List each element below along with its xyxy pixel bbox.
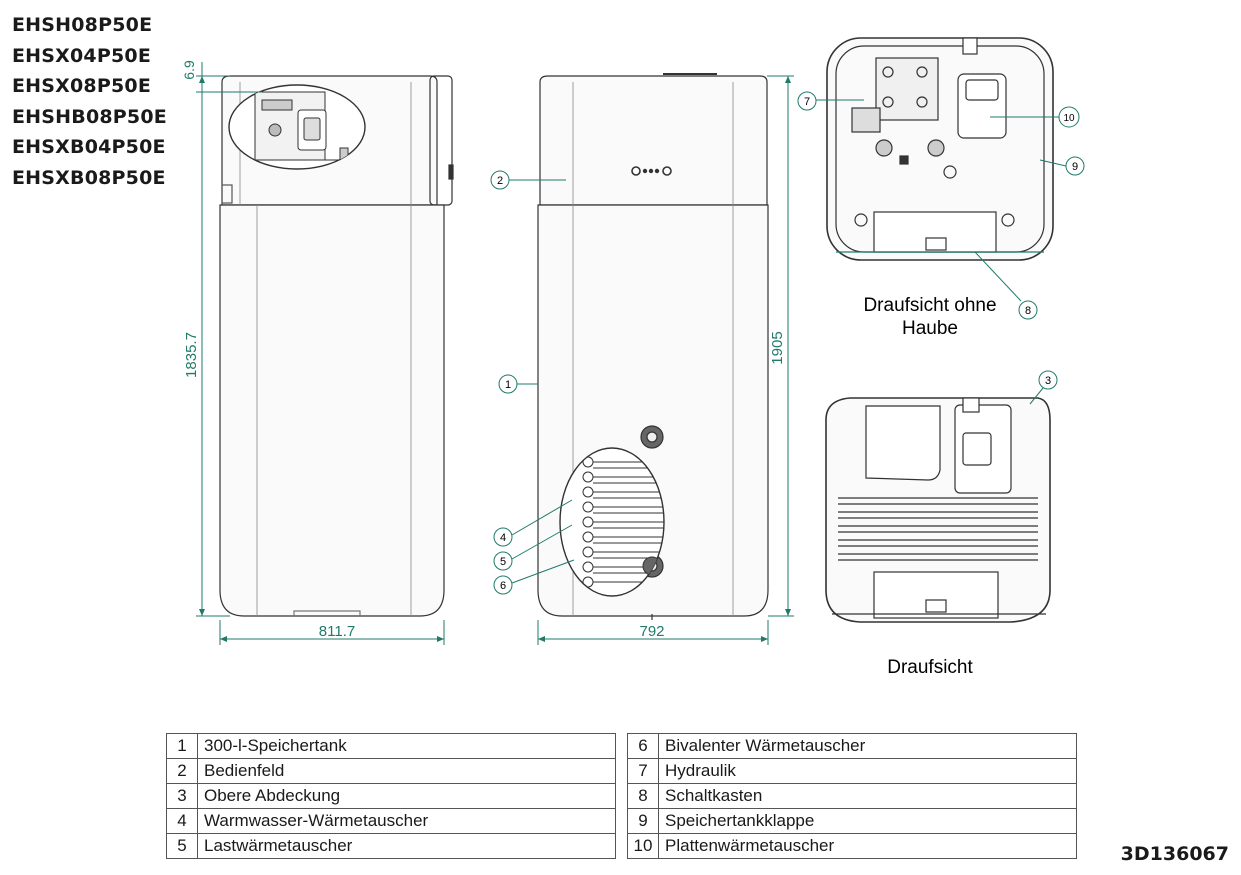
document-id: 3D136067 bbox=[1120, 843, 1229, 865]
model-name: EHSX04P50E bbox=[12, 44, 151, 67]
dim-height-front: 1905 bbox=[769, 331, 786, 364]
model-name: EHSX08P50E bbox=[12, 75, 151, 97]
side-detail-zoom bbox=[228, 84, 366, 170]
svg-text:10: 10 bbox=[1063, 113, 1075, 124]
legend-text: 300-l-Speichertank bbox=[197, 733, 616, 759]
legend-num: 8 bbox=[627, 783, 659, 809]
model-name: EHSXB08P50E bbox=[12, 166, 166, 189]
svg-text:4: 4 bbox=[500, 532, 506, 544]
legend-text: Obere Abdeckung bbox=[197, 783, 616, 809]
front-detail-zoom bbox=[559, 447, 665, 597]
callout-3: 3 bbox=[1038, 370, 1058, 390]
legend-text: Hydraulik bbox=[658, 758, 1077, 784]
legend-num: 2 bbox=[166, 758, 198, 784]
legend-num: 3 bbox=[166, 783, 198, 809]
front-dimensions bbox=[537, 75, 794, 645]
dim-height-side: 1835.7 bbox=[183, 332, 200, 378]
callout-10: 10 bbox=[1058, 106, 1080, 128]
svg-text:2: 2 bbox=[497, 175, 503, 187]
callouts: 1 2 3 4 5 6 7 8 9 10 bbox=[490, 91, 1085, 595]
legend-num: 1 bbox=[166, 733, 198, 759]
legend-text: Warmwasser-Wärmetauscher bbox=[197, 808, 616, 834]
svg-text:8: 8 bbox=[1025, 305, 1031, 317]
legend-num: 10 bbox=[627, 833, 659, 859]
model-name: EHSHB08P50E bbox=[12, 105, 167, 128]
legend-text: Lastwärmetauscher bbox=[197, 833, 616, 859]
dim-width-side: 811.7 bbox=[319, 623, 355, 640]
legend-num: 6 bbox=[627, 733, 659, 759]
dim-width-front: 792 bbox=[639, 623, 664, 640]
callout-1: 1 bbox=[498, 374, 518, 394]
svg-text:7: 7 bbox=[804, 96, 810, 108]
legend-num: 7 bbox=[627, 758, 659, 784]
callout-4: 4 bbox=[493, 527, 513, 547]
legend-text: Plattenwärmetauscher bbox=[658, 833, 1077, 859]
technical-drawing: 6.9 1835.7 811.7 bbox=[181, 37, 1085, 678]
view-label-top: Draufsicht bbox=[887, 657, 973, 678]
model-name: EHSH08P50E bbox=[12, 14, 153, 36]
legend-text: Bedienfeld bbox=[197, 758, 616, 784]
callout-6: 6 bbox=[493, 575, 513, 595]
callout-8: 8 bbox=[1018, 300, 1038, 320]
model-list: EHSH08P50E EHSX04P50E EHSX08P50E EHSHB08… bbox=[12, 10, 167, 193]
dim-top-offset: 6.9 bbox=[181, 60, 197, 80]
legend-num: 9 bbox=[627, 808, 659, 834]
svg-text:6: 6 bbox=[500, 580, 506, 592]
svg-text:5: 5 bbox=[500, 556, 506, 568]
legend-text: Schaltkasten bbox=[658, 783, 1077, 809]
top-view bbox=[825, 397, 1051, 623]
legend-text: Bivalenter Wärmetauscher bbox=[658, 733, 1077, 759]
callout-7: 7 bbox=[797, 91, 817, 111]
callout-leaders bbox=[509, 99, 1067, 584]
callout-9: 9 bbox=[1065, 156, 1085, 176]
svg-text:3: 3 bbox=[1045, 375, 1051, 387]
legend-num: 4 bbox=[166, 808, 198, 834]
legend-num: 5 bbox=[166, 833, 198, 859]
side-dimensions bbox=[196, 62, 445, 645]
model-name: EHSXB04P50E bbox=[12, 136, 166, 158]
legend-text: Speichertankklappe bbox=[658, 808, 1077, 834]
top-view-no-cover bbox=[826, 37, 1054, 261]
svg-text:1: 1 bbox=[505, 379, 511, 391]
svg-text:9: 9 bbox=[1072, 161, 1078, 173]
callout-2: 2 bbox=[490, 170, 510, 190]
callout-5: 5 bbox=[493, 551, 513, 571]
